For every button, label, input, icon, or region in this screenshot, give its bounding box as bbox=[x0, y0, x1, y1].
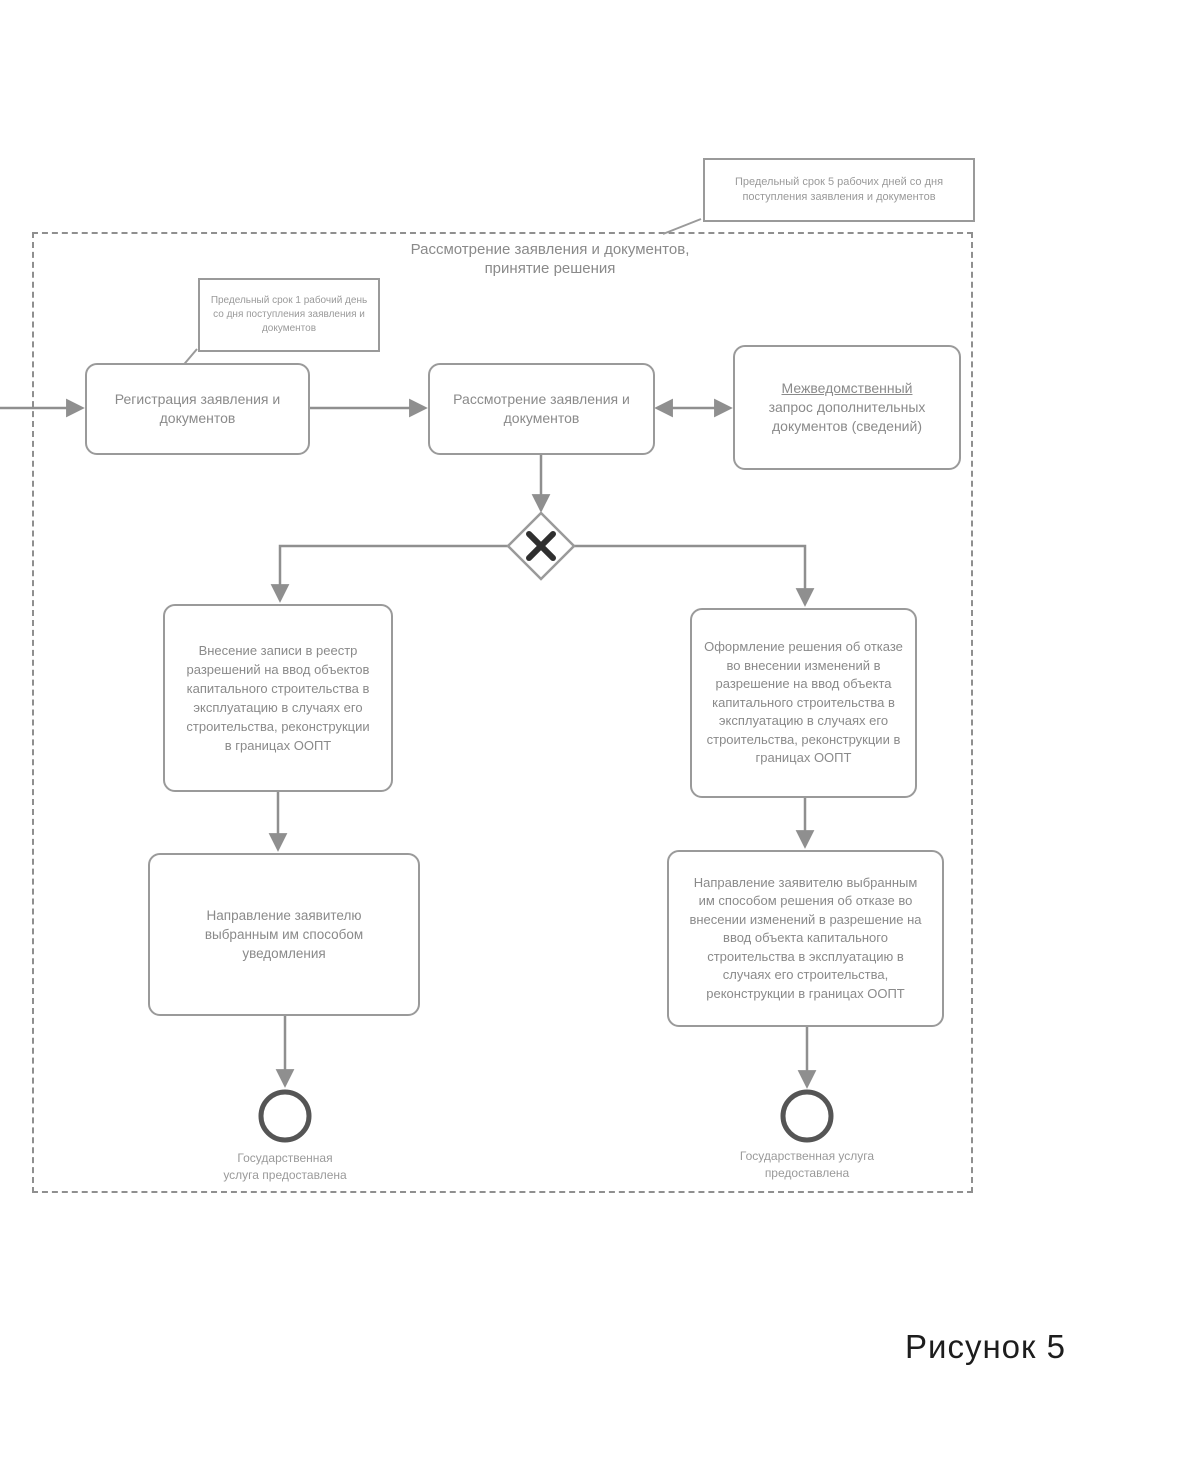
task-review: Рассмотрение заявления и документов bbox=[428, 363, 655, 455]
task-send-notice-label: Направление заявителю выбранным им спосо… bbox=[204, 908, 364, 961]
task-register-label: Регистрация заявления и документов bbox=[114, 391, 281, 426]
task-review-label: Рассмотрение заявления и документов bbox=[453, 391, 630, 426]
task-interagency-label-rest: запрос дополнительных документов (сведен… bbox=[768, 399, 926, 434]
annotation-five-days: Предельный срок 5 рабочих дней со дня по… bbox=[703, 158, 975, 222]
task-interagency-label: Межведомственный запрос дополнительных д… bbox=[749, 379, 945, 436]
pool-boundary bbox=[32, 232, 973, 1193]
task-send-notice: Направление заявителю выбранным им спосо… bbox=[148, 853, 420, 1016]
annotation-one-day: Предельный срок 1 рабочий день со дня по… bbox=[198, 278, 380, 352]
annotation-one-day-text: Предельный срок 1 рабочий день со дня по… bbox=[210, 295, 368, 334]
task-register: Регистрация заявления и документов bbox=[85, 363, 310, 455]
task-refusal-decision: Оформление решения об отказе во внесении… bbox=[690, 608, 917, 798]
pool-title: Рассмотрение заявления и документов, при… bbox=[410, 241, 690, 277]
task-refusal-decision-label: Оформление решения об отказе во внесении… bbox=[704, 639, 903, 766]
task-send-refusal-label: Направление заявителю выбранным им спосо… bbox=[689, 874, 922, 1001]
task-registry-entry: Внесение записи в реестр разрешений на в… bbox=[163, 604, 393, 792]
annotation-five-days-text: Предельный срок 5 рабочих дней со дня по… bbox=[734, 176, 944, 203]
task-interagency-request: Межведомственный запрос дополнительных д… bbox=[733, 345, 961, 470]
end-event-left-label: Государственная услуга предоставлена bbox=[223, 1151, 347, 1182]
task-interagency-label-underlined: Межведомственный bbox=[781, 380, 913, 396]
end-event-right-label: Государственная услуга предоставлена bbox=[739, 1149, 875, 1180]
task-send-refusal: Направление заявителю выбранным им спосо… bbox=[667, 850, 944, 1027]
figure-caption: Рисунок 5 bbox=[905, 1328, 1066, 1365]
task-registry-entry-label: Внесение записи в реестр разрешений на в… bbox=[186, 643, 370, 753]
